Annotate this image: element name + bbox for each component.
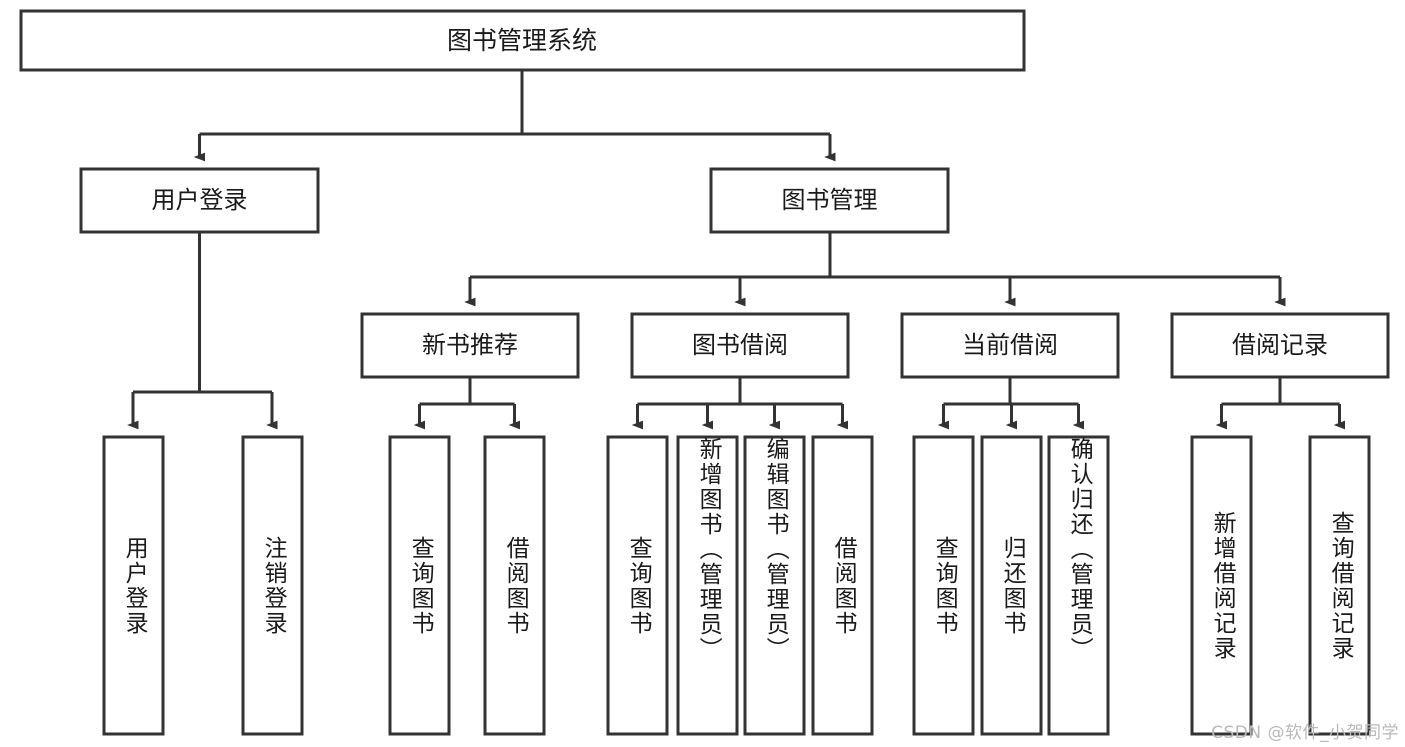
node-leaf-query-book-2[interactable]: [606, 435, 669, 736]
connector-new-book-recommend-to-leaves: [413, 377, 521, 430]
node-leaf-borrow-book-2[interactable]: [811, 435, 874, 736]
node-current-borrow[interactable]: 当前借阅: [900, 312, 1120, 379]
node-user-login-label: 用户登录: [152, 186, 248, 214]
connector-user-login-to-leaves: [127, 232, 278, 430]
node-new-book-recommend-label: 新书推荐: [422, 331, 518, 359]
node-leaf-query-record[interactable]: [1308, 435, 1371, 736]
connector-root-to-level2: [193, 70, 836, 162]
node-borrow-record-label: 借阅记录: [1232, 331, 1328, 359]
node-borrow-record[interactable]: 借阅记录: [1170, 312, 1390, 379]
node-leaf-confirm-return[interactable]: [1047, 435, 1110, 736]
node-leaf-borrow-book-1[interactable]: [483, 435, 546, 736]
node-leaf-query-book-3[interactable]: [912, 435, 975, 736]
node-leaf-return-book[interactable]: [980, 435, 1043, 736]
node-leaf-query-book-1[interactable]: [388, 435, 451, 736]
node-current-borrow-label: 当前借阅: [962, 331, 1058, 359]
csdn-watermark: CSDN @软件_小贺同学: [1211, 723, 1399, 743]
node-book-borrow[interactable]: 图书借阅: [630, 312, 850, 379]
node-leaf-edit-book[interactable]: [743, 435, 806, 736]
node-leaf-user-login[interactable]: [102, 435, 165, 736]
node-user-login[interactable]: 用户登录: [79, 167, 320, 234]
connector-current-borrow-to-leaves: [937, 377, 1085, 430]
connector-book-manage-to-level3: [464, 232, 1286, 307]
node-new-book-recommend[interactable]: 新书推荐: [360, 312, 580, 379]
node-leaf-add-book[interactable]: [676, 435, 739, 736]
connector-borrow-record-to-leaves: [1215, 377, 1346, 430]
node-root[interactable]: 图书管理系统: [19, 9, 1026, 72]
node-book-borrow-label: 图书借阅: [692, 331, 788, 359]
node-root-label: 图书管理系统: [447, 26, 597, 55]
node-leaf-logout-login[interactable]: [241, 435, 304, 736]
node-book-manage[interactable]: 图书管理: [709, 167, 950, 234]
node-leaf-add-record[interactable]: [1190, 435, 1253, 736]
connector-book-borrow-to-leaves: [631, 377, 849, 430]
node-book-manage-label: 图书管理: [782, 186, 878, 214]
